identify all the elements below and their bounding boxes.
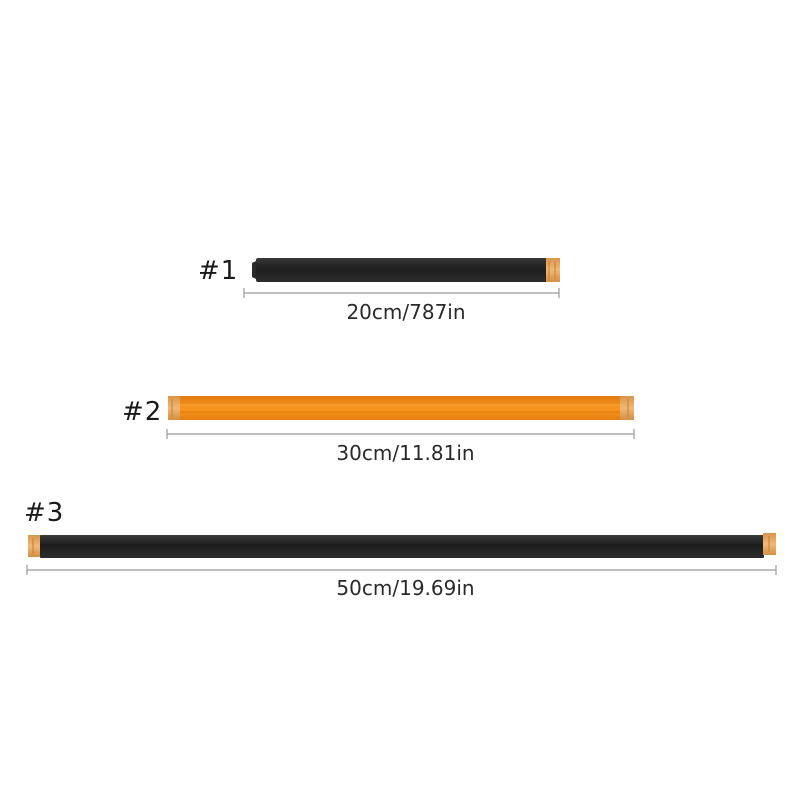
cable-3-dimension-line bbox=[26, 565, 777, 575]
cable-3-label: #3 bbox=[24, 498, 65, 528]
cable-2-measurement: 30cm/11.81in bbox=[336, 441, 475, 465]
cable-1-label: #1 bbox=[198, 256, 239, 286]
cable-3-measurement: 50cm/19.69in bbox=[336, 576, 475, 600]
cable-2-label: #2 bbox=[122, 397, 163, 427]
cable-1-body bbox=[256, 258, 548, 282]
cable-2-connector-left bbox=[168, 396, 182, 420]
cable-3-connector-left bbox=[28, 535, 41, 557]
cable-3 bbox=[26, 533, 777, 575]
cable-1-dimension-line bbox=[243, 288, 560, 298]
cable-2-connector-right bbox=[620, 396, 634, 420]
cable-1-measurement: 20cm/787in bbox=[346, 300, 466, 324]
cable-3-body bbox=[40, 535, 764, 558]
cable-1-connector bbox=[546, 258, 560, 282]
cable-2 bbox=[166, 396, 635, 439]
cable-1 bbox=[243, 258, 560, 298]
cable-1-left-tab bbox=[252, 261, 256, 279]
cable-2-body bbox=[180, 396, 622, 420]
cable-2-dimension-line bbox=[166, 429, 635, 439]
